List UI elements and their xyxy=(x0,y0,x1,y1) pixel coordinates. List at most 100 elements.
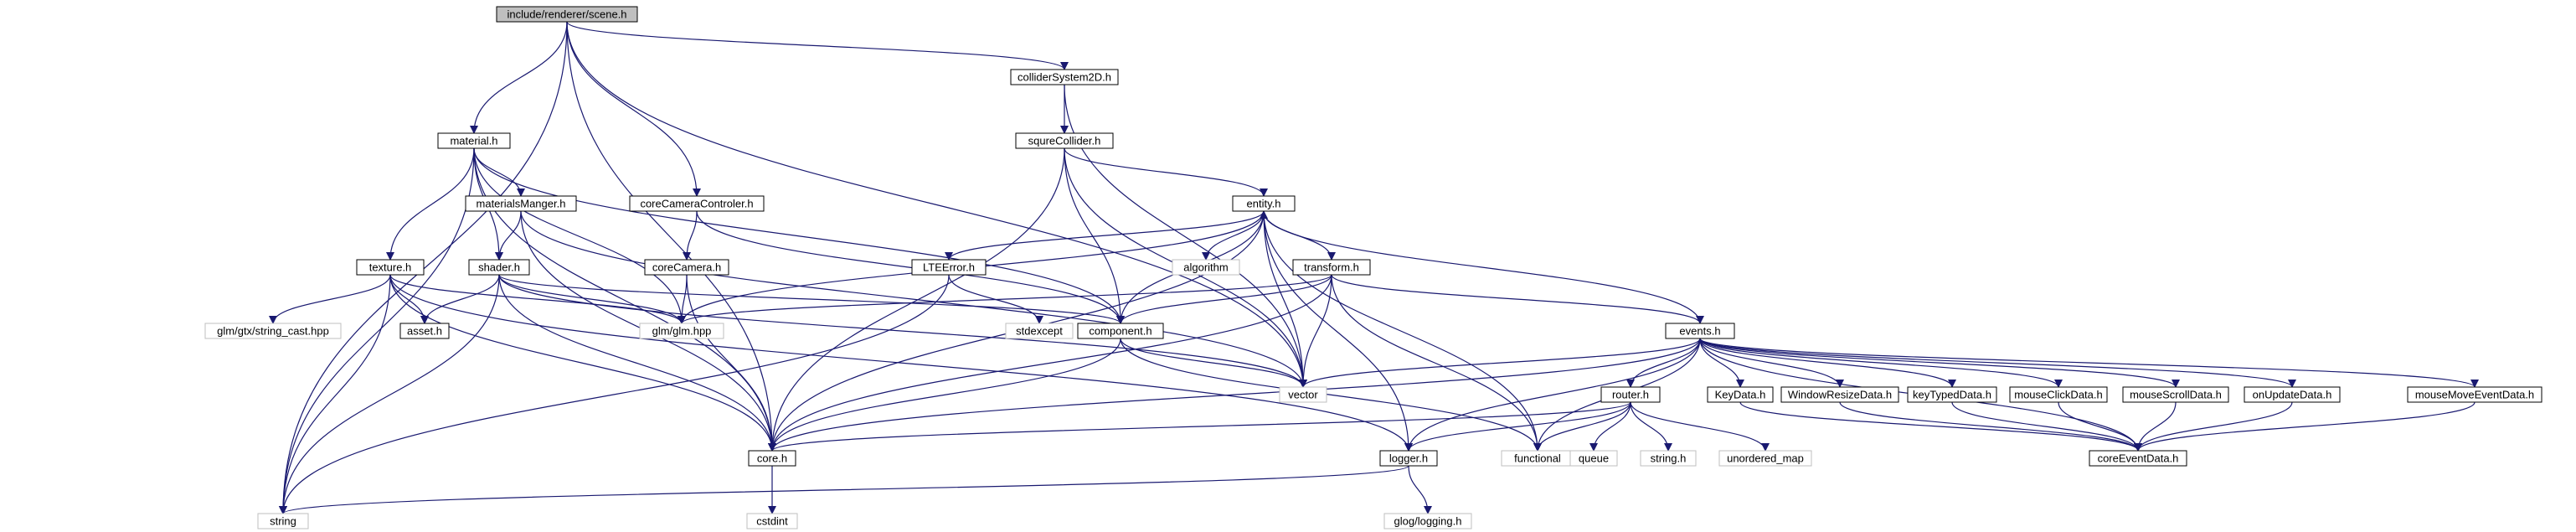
edge-transform-to-events xyxy=(1331,274,1704,324)
node-label-shader: shader.h xyxy=(478,261,520,274)
edge-events-to-entity xyxy=(1260,210,1701,324)
node-coreevent[interactable]: coreEventData.h xyxy=(2089,450,2187,467)
node-box-vector xyxy=(1279,386,1327,403)
edge-corecamctl-to-corecam xyxy=(683,210,698,261)
edge-events-to-onupdate xyxy=(1699,338,2296,388)
node-mouseclick[interactable]: mouseClickData.h xyxy=(2009,386,2108,403)
node-umap: unordered_map xyxy=(1718,450,1812,467)
node-box-transform xyxy=(1292,259,1371,276)
node-squre[interactable]: squreCollider.h xyxy=(1015,132,1114,149)
node-mousescroll[interactable]: mouseScrollData.h xyxy=(2122,386,2229,403)
edge-component-to-vector xyxy=(1120,338,1307,388)
node-box-algorithm xyxy=(1172,259,1240,276)
node-label-coreevent: coreEventData.h xyxy=(2098,452,2179,465)
node-box-onupdate xyxy=(2244,386,2341,403)
edge-events-to-router xyxy=(1626,338,1701,388)
edge-router-to-queue xyxy=(1589,401,1631,452)
edge-shader-to-core xyxy=(498,274,776,452)
node-corecam[interactable]: coreCamera.h xyxy=(644,259,729,276)
node-box-glog xyxy=(1383,513,1472,529)
edge-component-to-core xyxy=(768,338,1121,452)
edge-corecam-to-core xyxy=(686,274,776,452)
node-label-onupdate: onUpdateData.h xyxy=(2253,389,2332,401)
edge-router-to-core xyxy=(768,401,1631,452)
node-box-stdexcept xyxy=(1005,323,1074,339)
node-stringh: string.h xyxy=(1640,450,1697,467)
node-box-router xyxy=(1600,386,1661,403)
node-router[interactable]: router.h xyxy=(1600,386,1661,403)
edge-texture-to-logger xyxy=(389,274,1413,452)
node-asset[interactable]: asset.h xyxy=(399,323,450,339)
node-logger[interactable]: logger.h xyxy=(1379,450,1438,467)
edge-texture-to-core xyxy=(389,274,776,452)
edge-texture-to-glm xyxy=(389,274,686,324)
node-mousemove[interactable]: mouseMoveEventData.h xyxy=(2407,386,2543,403)
node-matmgr[interactable]: materialsManger.h xyxy=(465,195,577,212)
node-glmstring: glm/gtx/string_cast.hpp xyxy=(204,323,342,339)
node-box-asset xyxy=(399,323,450,339)
node-box-logger xyxy=(1379,450,1438,467)
edge-router-to-logger xyxy=(1404,401,1631,452)
node-label-transform: transform.h xyxy=(1304,261,1359,274)
edge-events-to-mouseclick xyxy=(1699,338,2063,388)
edge-transform-to-functional xyxy=(1331,274,1542,452)
node-shader[interactable]: shader.h xyxy=(468,259,530,276)
edge-scene-to-core xyxy=(566,21,776,452)
node-component[interactable]: component.h xyxy=(1077,323,1164,339)
edge-matmgr-to-shader xyxy=(495,210,522,261)
node-lteerror[interactable]: LTEError.h xyxy=(911,259,987,276)
edge-scene-to-material xyxy=(470,21,568,134)
node-label-glog: glog/logging.h xyxy=(1394,515,1462,528)
edge-router-to-functional xyxy=(1533,401,1631,452)
node-keytyped[interactable]: keyTypedData.h xyxy=(1907,386,1997,403)
node-scene[interactable]: include/renderer/scene.h xyxy=(496,6,638,23)
edge-scene-to-corecamctl xyxy=(566,21,701,197)
node-cstdint: cstdint xyxy=(746,513,798,529)
edge-squre-to-entity xyxy=(1064,147,1268,197)
node-label-events: events.h xyxy=(1679,325,1720,338)
node-box-coreevent xyxy=(2089,450,2187,467)
node-label-corecamctl: coreCameraControler.h xyxy=(640,198,753,210)
node-corecamctl[interactable]: coreCameraControler.h xyxy=(629,195,765,212)
edge-keytyped-to-coreevent xyxy=(1951,401,2142,452)
node-events[interactable]: events.h xyxy=(1665,323,1735,339)
edge-events-to-vector xyxy=(1299,338,1701,388)
edge-lteerror-to-string xyxy=(279,274,950,514)
edge-logger-to-glog xyxy=(1408,465,1432,514)
node-box-cstdint xyxy=(746,513,798,529)
edge-router-to-stringh xyxy=(1630,401,1672,452)
edge-transform-to-glm xyxy=(677,274,1332,324)
node-box-squre xyxy=(1015,132,1114,149)
node-label-umap: unordered_map xyxy=(1727,452,1804,465)
node-keydata[interactable]: KeyData.h xyxy=(1707,386,1774,403)
edge-events-to-keytyped xyxy=(1699,338,1956,388)
node-onupdate[interactable]: onUpdateData.h xyxy=(2244,386,2341,403)
node-winresize[interactable]: WindowResizeData.h xyxy=(1780,386,1899,403)
node-label-stdexcept: stdexcept xyxy=(1016,325,1063,338)
node-label-glm: glm/glm.hpp xyxy=(652,325,712,338)
edge-events-to-core xyxy=(768,338,1701,452)
edge-transform-to-vector xyxy=(1299,274,1332,388)
node-glog: glog/logging.h xyxy=(1383,513,1472,529)
node-material[interactable]: material.h xyxy=(437,132,511,149)
node-transform[interactable]: transform.h xyxy=(1292,259,1371,276)
node-queue: queue xyxy=(1569,450,1618,467)
node-label-keytyped: keyTypedData.h xyxy=(1913,389,1991,401)
edge-texture-to-string xyxy=(279,274,391,514)
node-box-mousemove xyxy=(2407,386,2543,403)
edge-events-to-logger xyxy=(1404,338,1701,452)
edge-scene-to-vector xyxy=(566,21,1307,388)
node-box-mousescroll xyxy=(2122,386,2229,403)
node-label-mouseclick: mouseClickData.h xyxy=(2014,389,2103,401)
edge-material-to-string xyxy=(279,147,475,514)
node-box-corecamctl xyxy=(629,195,765,212)
node-texture[interactable]: texture.h xyxy=(356,259,425,276)
node-core[interactable]: core.h xyxy=(748,450,796,467)
node-label-router: router.h xyxy=(1612,389,1649,401)
node-label-keydata: KeyData.h xyxy=(1715,389,1766,401)
node-label-lteerror: LTEError.h xyxy=(923,261,975,274)
node-label-mousescroll: mouseScrollData.h xyxy=(2130,389,2222,401)
node-entity[interactable]: entity.h xyxy=(1232,195,1296,212)
node-box-glm xyxy=(639,323,724,339)
node-collider[interactable]: colliderSystem2D.h xyxy=(1010,69,1119,85)
